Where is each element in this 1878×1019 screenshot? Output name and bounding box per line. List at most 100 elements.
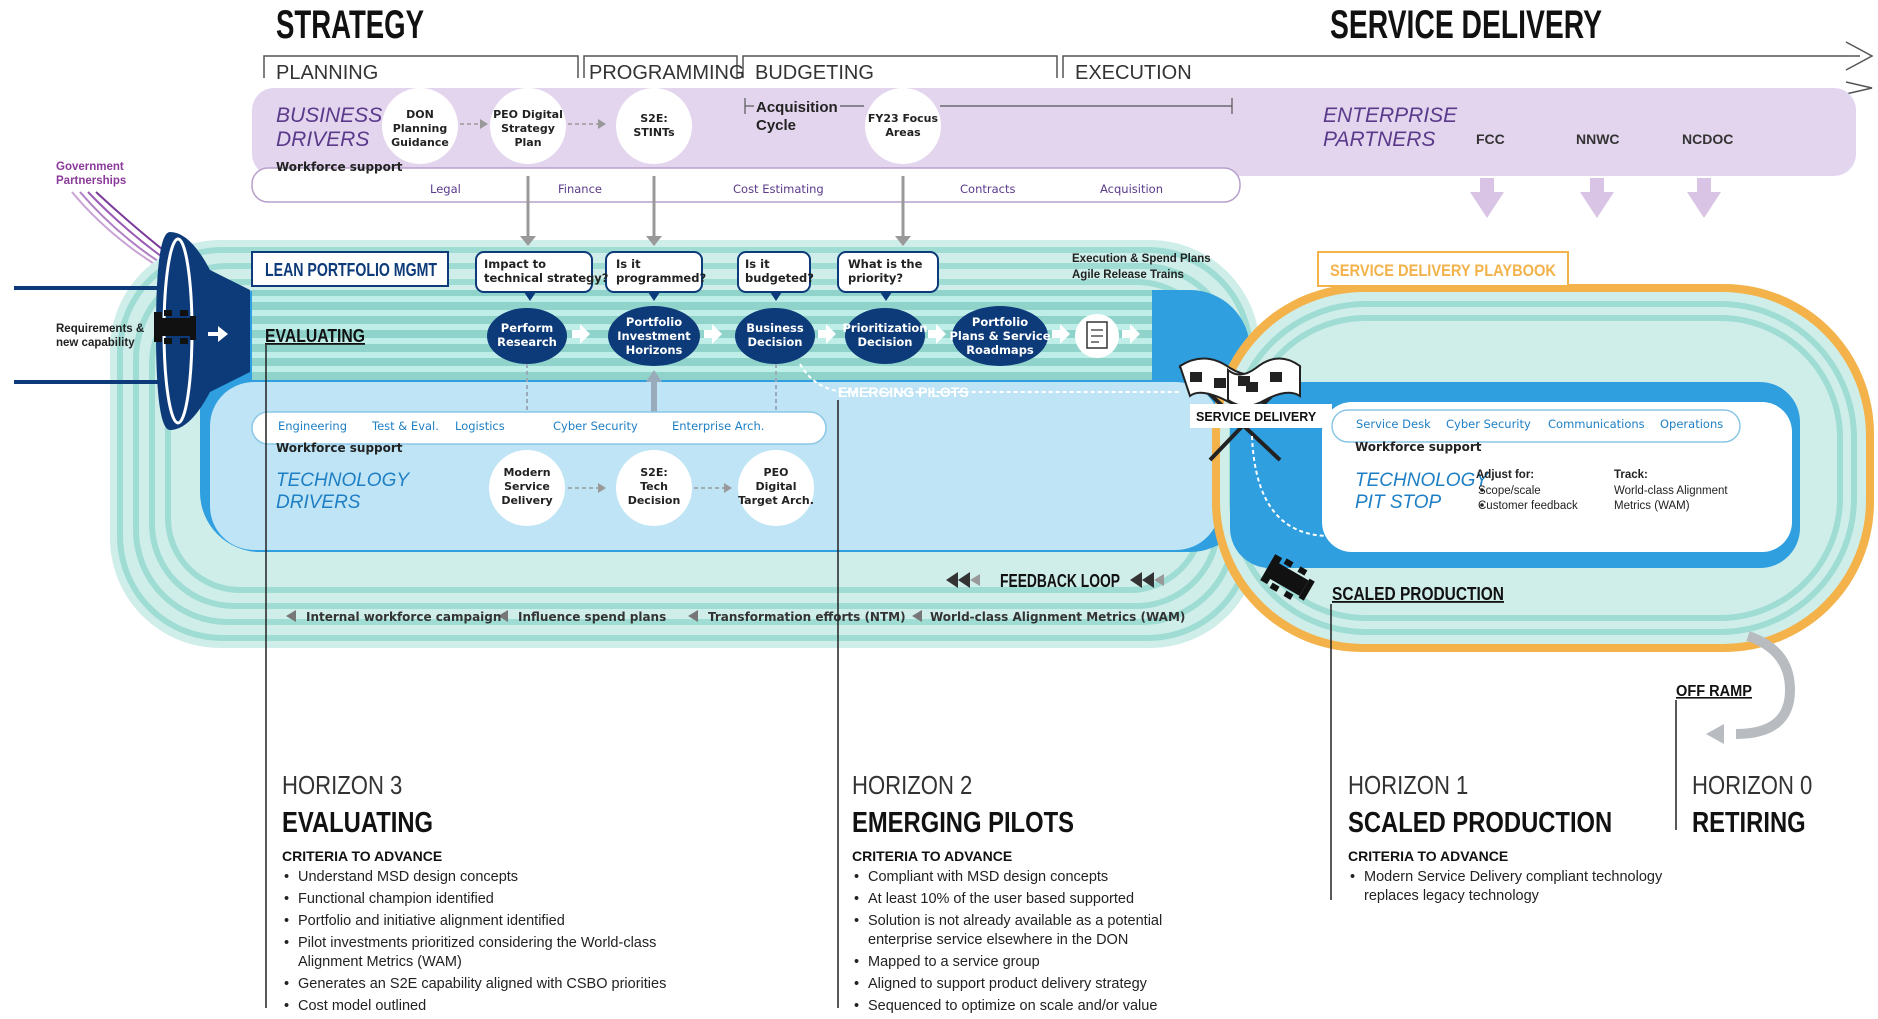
pit-support-cyber-security: Cyber Security bbox=[1446, 417, 1531, 431]
horizon-2-label: HORIZON 2 bbox=[852, 770, 973, 800]
criteria-item: Solution is not already available as a p… bbox=[852, 912, 1212, 950]
criteria-item: Pilot investments prioritized considerin… bbox=[282, 934, 722, 972]
criteria-item: Mapped to a service group bbox=[852, 953, 1212, 972]
scaled-production-label: SCALED PRODUCTION bbox=[1332, 584, 1504, 604]
technology-drivers-title-2: DRIVERS bbox=[276, 492, 361, 513]
service-delivery-header: SERVICE DELIVERY bbox=[1330, 3, 1602, 47]
execution-note: Execution & Spend Plans bbox=[1072, 253, 1211, 265]
bubble-don-planning bbox=[382, 88, 458, 164]
criteria-item: Aligned to support product delivery stra… bbox=[852, 975, 1212, 994]
support-legal: Legal bbox=[430, 182, 461, 196]
svg-text:S2E:STINTs: S2E:STINTs bbox=[633, 112, 675, 139]
bubble-text: S2E: bbox=[640, 112, 668, 125]
horizon-1-block: HORIZON 1 SCALED PRODUCTION CRITERIA TO … bbox=[1348, 770, 1668, 909]
service-delivery-badge-box bbox=[1190, 404, 1332, 428]
pit-stop-title-2: PIT STOP bbox=[1355, 492, 1442, 513]
tech-support-cyber-security: Cyber Security bbox=[553, 419, 638, 433]
horizon-divider-lines bbox=[265, 345, 1677, 1008]
criteria-item: Sequenced to optimize on scale and/or va… bbox=[852, 997, 1212, 1016]
phase-programming: PROGRAMMING bbox=[589, 62, 745, 84]
lean-portfolio-label: LEAN PORTFOLIO MGMT bbox=[265, 260, 437, 280]
requirements-label: new capability bbox=[56, 337, 135, 349]
tech-workforce-support: Workforce support bbox=[276, 441, 403, 455]
business-drivers-title-1: BUSINESS bbox=[276, 104, 382, 127]
bubble-text: Digital bbox=[756, 480, 797, 493]
government-partnerships-label: Government bbox=[56, 161, 124, 173]
node-text: Portfolio bbox=[972, 315, 1028, 329]
emerging-pilots-label: EMERGING PILOTS bbox=[838, 384, 969, 400]
horizon-2-block: HORIZON 2 EMERGING PILOTS CRITERIA TO AD… bbox=[852, 770, 1212, 1019]
node-text: Horizons bbox=[626, 343, 683, 357]
tech-support-logistics: Logistics bbox=[455, 419, 505, 433]
bubble-text: Target Arch. bbox=[738, 494, 814, 507]
pit-workforce-support: Workforce support bbox=[1355, 440, 1482, 454]
criteria-item: At least 10% of the user based supported bbox=[852, 890, 1212, 909]
criteria-item: Compliant with MSD design concepts bbox=[852, 868, 1212, 887]
process-flow-arrows bbox=[572, 324, 1140, 344]
svg-text:Requirements &new capability: Requirements &new capability bbox=[56, 323, 144, 349]
node-text: Portfolio bbox=[626, 315, 682, 329]
bubble-s2e-tech-decision bbox=[616, 450, 692, 526]
pit-support-communications: Communications bbox=[1548, 417, 1645, 431]
enterprise-partners-title-1: ENTERPRISE bbox=[1323, 104, 1458, 127]
partner-down-arrows bbox=[1470, 178, 1721, 218]
bubble-text: PEO bbox=[764, 466, 789, 479]
pit-support-operations: Operations bbox=[1660, 417, 1723, 431]
process-nodes bbox=[487, 306, 1048, 366]
partner-nnwc: NNWC bbox=[1576, 131, 1620, 147]
bubble-text: Delivery bbox=[501, 494, 552, 507]
feedback-item: Influence spend plans bbox=[518, 610, 666, 624]
question-text: Is it bbox=[745, 257, 770, 271]
horizon-0-label: HORIZON 0 bbox=[1692, 770, 1813, 800]
tech-bubble-connectors bbox=[568, 483, 732, 493]
bubble-text: STINTs bbox=[633, 126, 675, 139]
acquisition-cycle-label: Acquisition bbox=[756, 99, 838, 116]
bubble-text: Decision bbox=[628, 494, 681, 507]
bubble-text: Service bbox=[504, 480, 550, 493]
question-text: Impact to bbox=[484, 257, 546, 271]
question-box-tails bbox=[524, 292, 892, 301]
question-text: budgeted? bbox=[745, 271, 814, 285]
support-cost-estimating: Cost Estimating bbox=[733, 182, 824, 196]
adjust-item: Customer feedback bbox=[1478, 500, 1578, 512]
partner-fcc: FCC bbox=[1476, 131, 1505, 147]
horizon-3-block: HORIZON 3 EVALUATING CRITERIA TO ADVANCE… bbox=[282, 770, 722, 1019]
enterprise-partners-title-2: PARTNERS bbox=[1323, 128, 1435, 151]
pit-support-service-desk: Service Desk bbox=[1356, 417, 1431, 431]
bubble-fy23-focus bbox=[865, 88, 941, 164]
partner-ncdoc: NCDOC bbox=[1682, 131, 1733, 147]
execution-note: Agile Release Trains bbox=[1072, 269, 1184, 281]
bubble-text: FY23 Focus bbox=[868, 112, 939, 125]
criteria-item: Functional champion identified bbox=[282, 890, 722, 909]
off-ramp-arrow-icon bbox=[1706, 724, 1724, 744]
tech-support-test-eval: Test & Eval. bbox=[371, 419, 439, 433]
business-workforce-support: Workforce support bbox=[276, 160, 403, 174]
bubble-text: Modern bbox=[503, 466, 550, 479]
phase-bar bbox=[263, 41, 1874, 95]
node-text: Decision bbox=[858, 335, 913, 349]
horizon-3-criteria-heading: CRITERIA TO ADVANCE bbox=[282, 848, 443, 864]
limited-production-path bbox=[1251, 435, 1331, 537]
scaled-production-car-icon bbox=[1260, 554, 1315, 601]
playbook-box bbox=[1317, 251, 1569, 287]
adjust-bullets bbox=[1480, 488, 1484, 507]
horizon-0-block: HORIZON 0 RETIRING bbox=[1692, 770, 1832, 840]
off-ramp-label: OFF RAMP bbox=[1676, 683, 1752, 700]
node-text: Research bbox=[497, 335, 557, 349]
horizon-0-title: RETIRING bbox=[1692, 807, 1806, 839]
node-text: Investment bbox=[617, 329, 691, 343]
track-line: Metrics (WAM) bbox=[1614, 500, 1690, 512]
feedback-item: Internal workforce campaign bbox=[306, 610, 501, 624]
node-text: Roadmaps bbox=[966, 343, 1034, 357]
tech-support-enterprise-arch: Enterprise Arch. bbox=[672, 419, 764, 433]
question-text: What is the bbox=[848, 257, 923, 271]
